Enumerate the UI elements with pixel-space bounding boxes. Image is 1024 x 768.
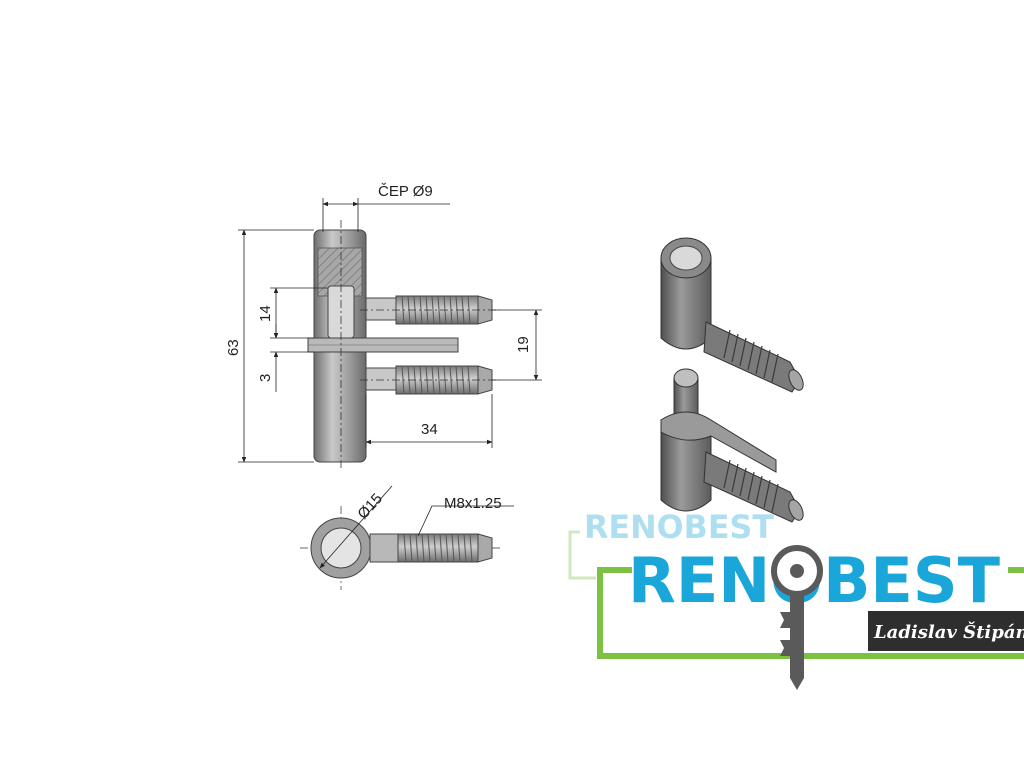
- dim-screw-spacing: [492, 309, 542, 381]
- dim-pin-diameter: [322, 198, 450, 232]
- label-gap: 3: [257, 374, 274, 382]
- owner-banner: [868, 611, 1024, 651]
- iso-view: [660, 237, 804, 523]
- dim-overall-height: [238, 229, 314, 463]
- label-pin-length: 14: [257, 305, 274, 322]
- top-view: Ø15 M8x1.25: [300, 485, 514, 590]
- dim-gap: [270, 324, 314, 392]
- dim-screw-length: [365, 394, 493, 448]
- lower-screw: [360, 365, 500, 395]
- label-pin-diameter: ČEP Ø9: [378, 183, 433, 200]
- logo-ghost-text: RENOBEST: [584, 508, 774, 546]
- label-screw-length: 34: [421, 421, 438, 438]
- label-thread: M8x1.25: [444, 495, 502, 512]
- iso-lower-part: [660, 368, 804, 523]
- label-barrel-diameter: Ø15: [354, 490, 386, 522]
- iso-upper-part: [660, 237, 804, 393]
- key-icon: [771, 545, 823, 690]
- front-view: ČEP Ø9 63 14 3 19: [225, 183, 542, 470]
- label-overall-height: 63: [225, 339, 242, 356]
- upper-screw: [360, 295, 500, 325]
- label-screw-spacing: 19: [515, 336, 532, 353]
- logo-owner-text: Ladislav Štipán: [873, 620, 1024, 643]
- renobest-logo: RENOBEST RENOBEST Ladislav Štipán: [568, 508, 1024, 690]
